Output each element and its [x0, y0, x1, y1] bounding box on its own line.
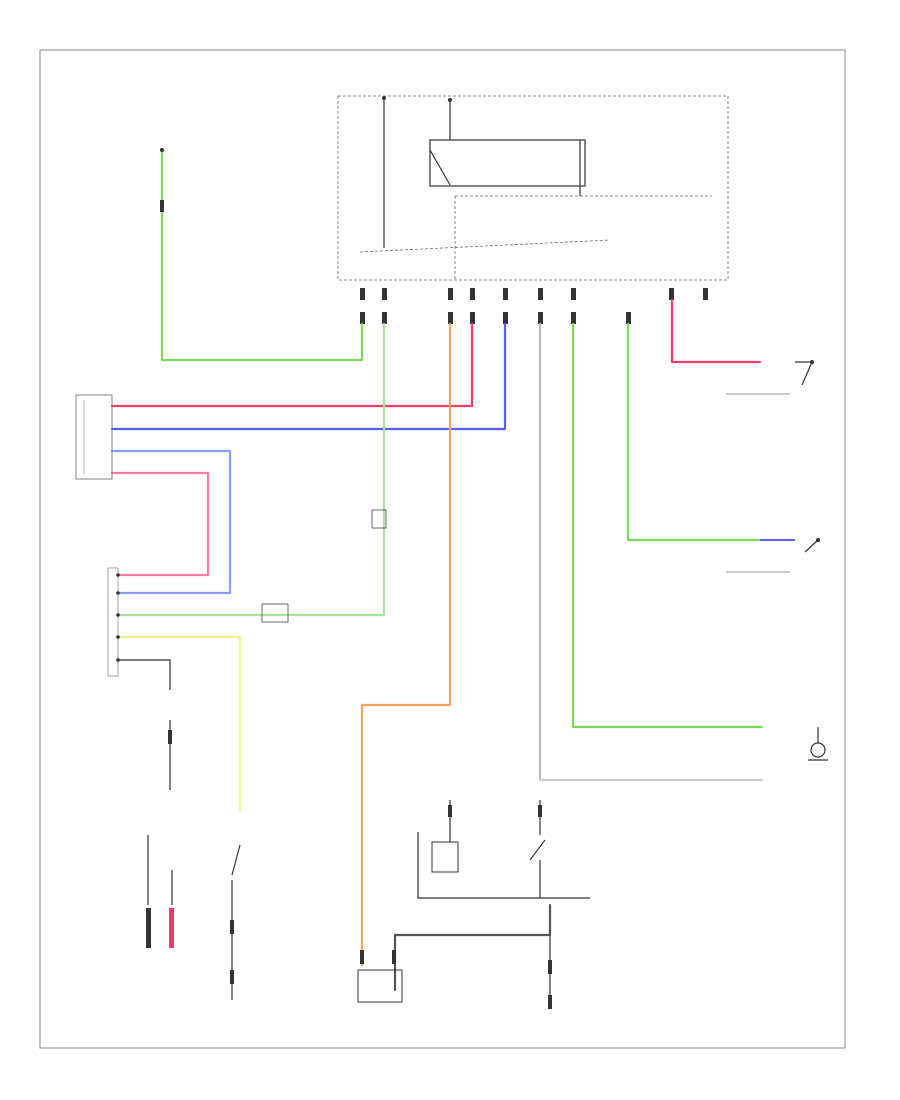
wire-red [110, 322, 474, 408]
right-switch-mid [726, 538, 820, 573]
wire-orange [360, 322, 452, 967]
wire-red-right [670, 298, 762, 364]
wire-yellow [116, 635, 242, 812]
wire-light-blue [110, 449, 232, 595]
motor-unit [357, 950, 403, 1003]
wire-black-bottom [393, 903, 552, 992]
wire-green-right-mid [626, 322, 762, 542]
left-switch-block [75, 394, 113, 480]
light-bulb [808, 727, 828, 761]
wire-blue [110, 322, 507, 431]
power-window-main-switch [107, 567, 120, 677]
wire-green-fuse [160, 148, 364, 362]
control-module [337, 95, 729, 281]
right-switch-top [726, 360, 814, 395]
module-connectors [360, 288, 708, 324]
left-bottom-switch [230, 844, 241, 1000]
wire-light-green [116, 322, 386, 617]
bottom-relay [417, 800, 590, 899]
diagram-frame [39, 49, 846, 1049]
wire-pink [110, 471, 210, 577]
wire-green-right-low [571, 322, 764, 729]
